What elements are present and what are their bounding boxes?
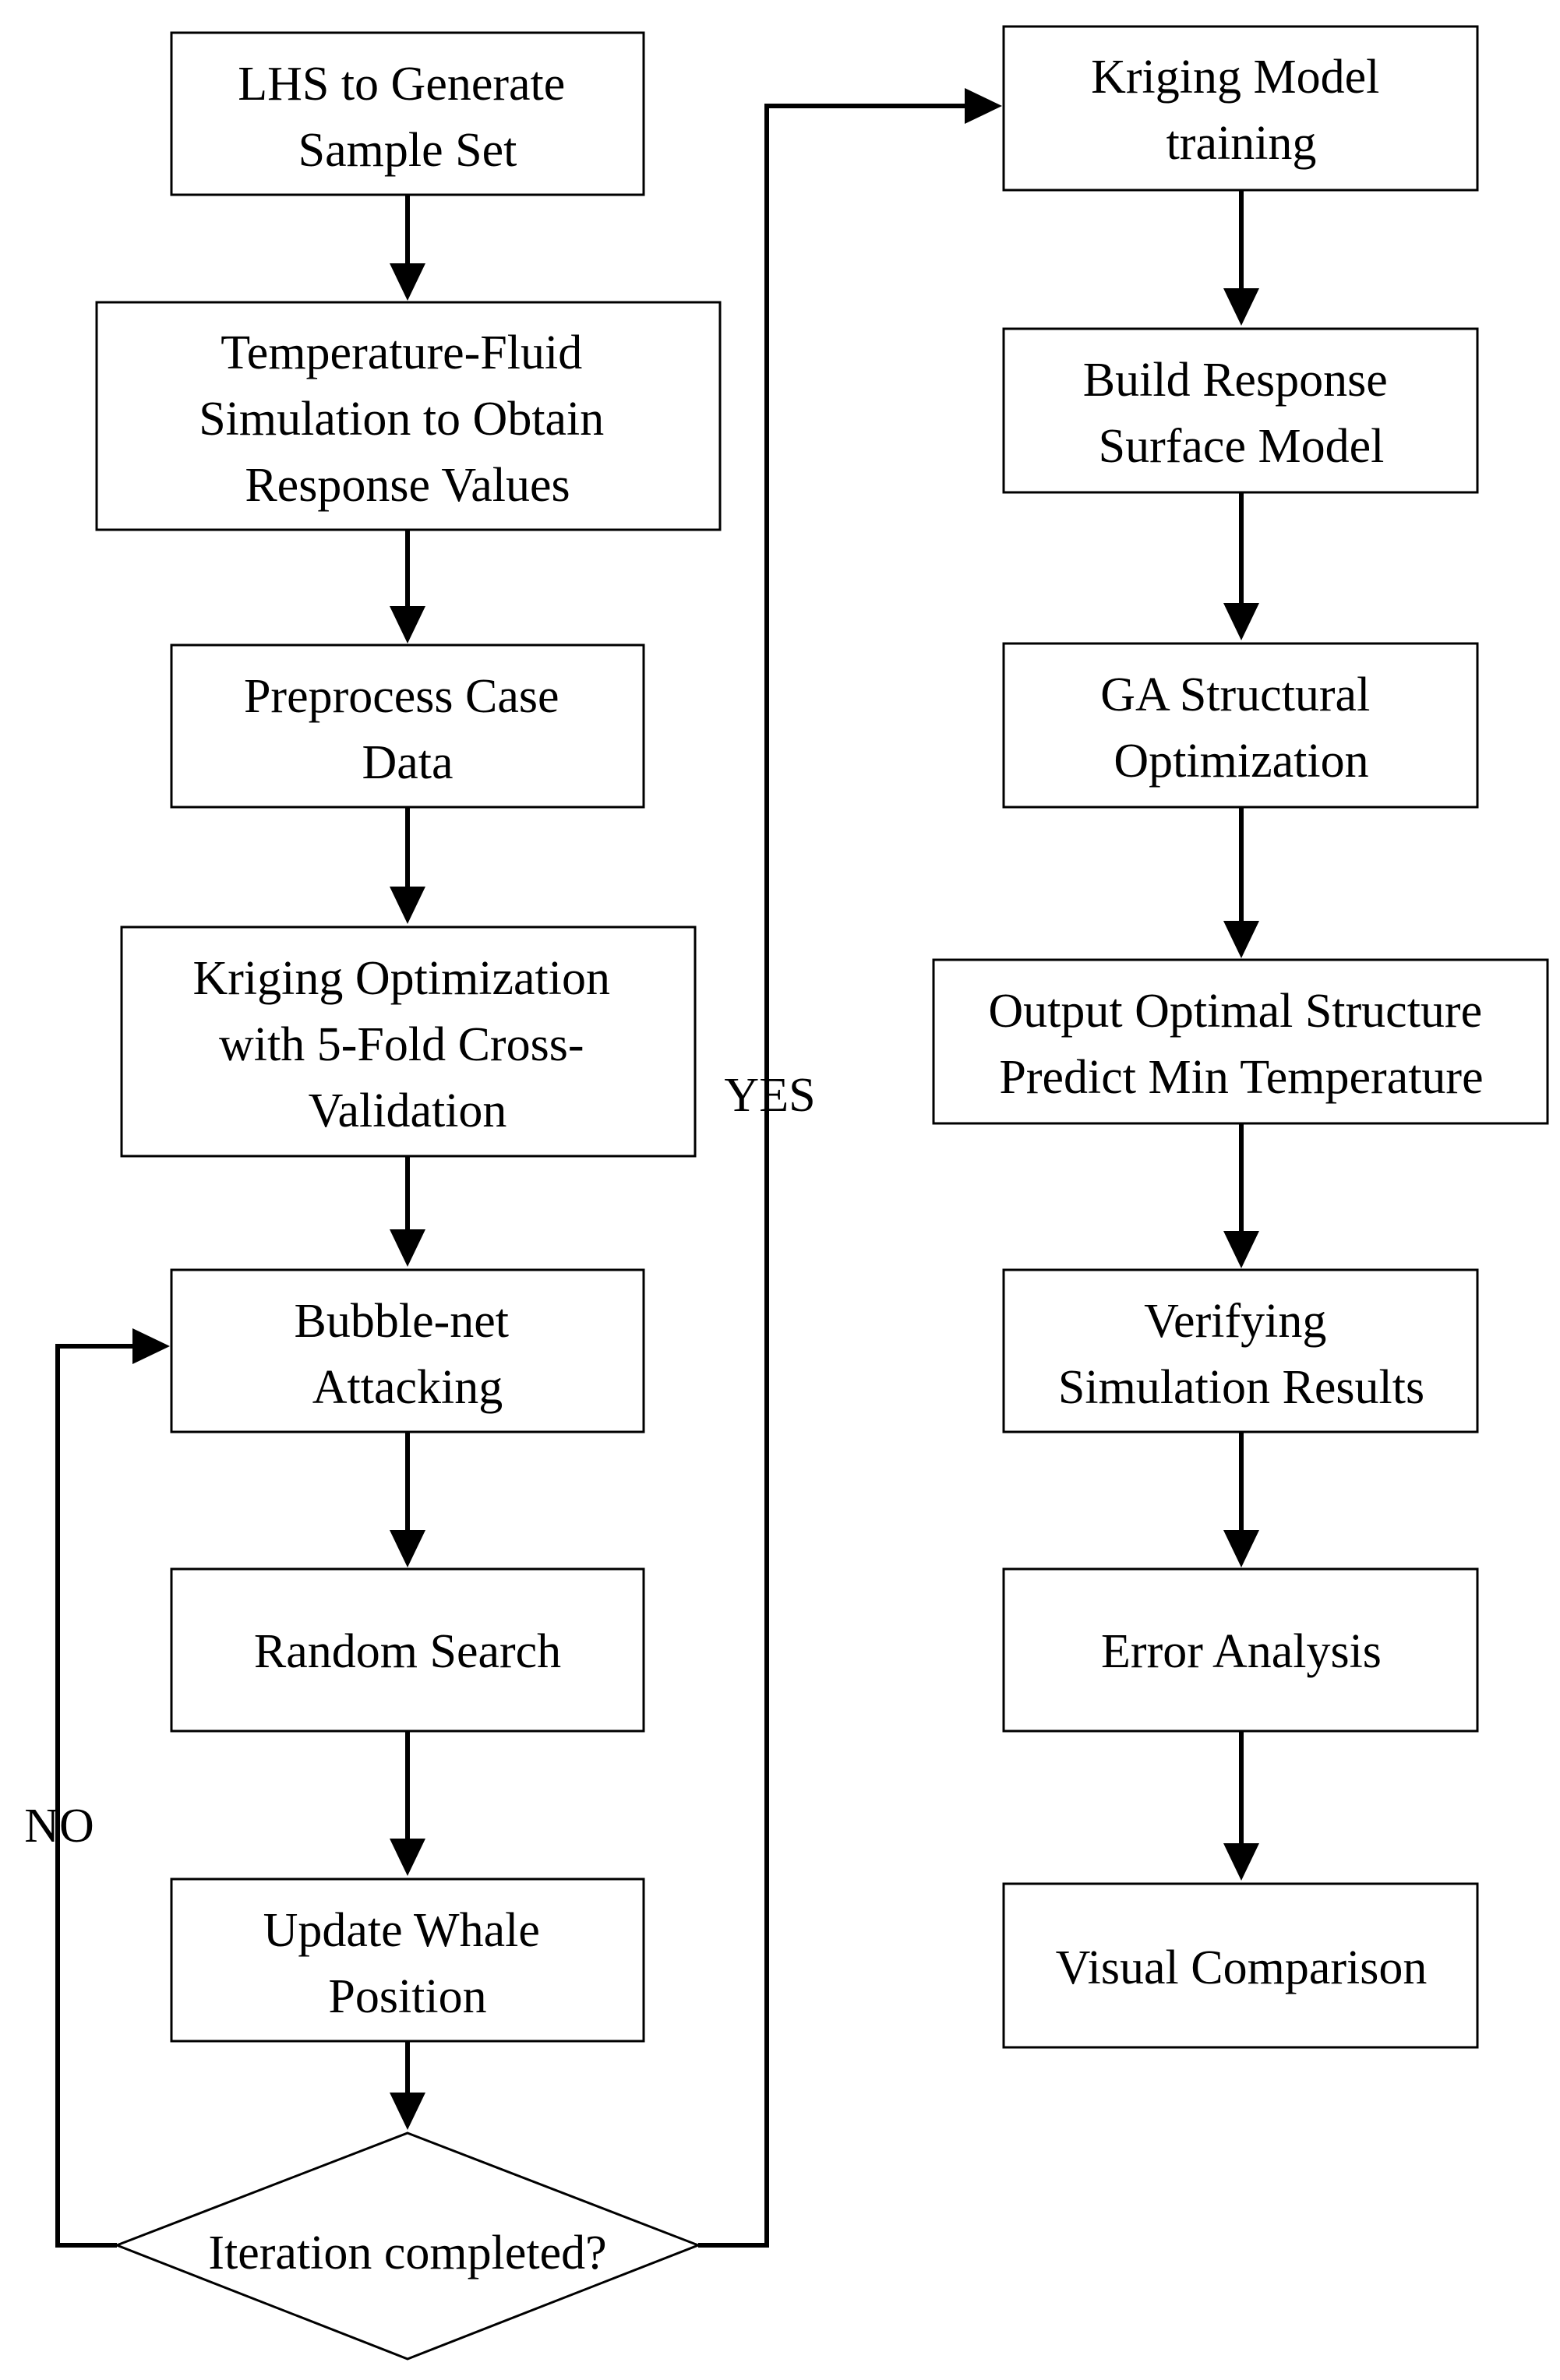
update-whale-position-step: Update Whale Position — [170, 1878, 645, 2043]
no-branch-label: NO — [24, 1800, 94, 1853]
random-search-box — [170, 1567, 645, 1733]
visual-comparison-label: Visual Comparison — [1056, 1941, 1428, 1994]
arrowhead — [390, 606, 425, 643]
arrowhead — [1223, 1843, 1259, 1881]
verifying-simulation-results-box — [1002, 1268, 1479, 1433]
output-optimal-structure-box — [932, 958, 1549, 1125]
build-response-surface-model-box — [1002, 327, 1479, 494]
visual-comparison-step: Visual Comparison — [1002, 1882, 1479, 2049]
random-search-step: Random Search — [170, 1567, 645, 1733]
error-analysis-step: Error Analysis — [1002, 1567, 1479, 1733]
arrowhead — [1223, 1530, 1259, 1567]
error-analysis-label: Error Analysis — [1101, 1625, 1382, 1678]
lhs-sampling-box — [170, 31, 645, 196]
error-analysis-box — [1002, 1567, 1479, 1733]
lhs-sampling-label: LHS to Generate Sample Set — [238, 58, 577, 177]
bubble-net-attacking-box — [170, 1268, 645, 1433]
no-loop-connector — [55, 1344, 134, 2248]
temperature-fluid-simulation-label: Temperature-Fluid Simulation to Obtain R… — [199, 326, 616, 512]
ga-structural-optimization-step: GA Structural Optimization — [1002, 642, 1479, 809]
kriging-model-training-step: Kriging Model training — [1002, 25, 1479, 192]
visual-comparison-box — [1002, 1882, 1479, 2049]
kriging-optimization-label: Kriging Optimization with 5-Fold Cross- … — [192, 952, 622, 1137]
kriging-model-training-label: Kriging Model training — [1091, 51, 1392, 170]
arrowhead — [1223, 603, 1259, 640]
iteration-completed-decision: Iteration completed? — [113, 2131, 702, 2361]
ga-structural-optimization-label: GA Structural Optimization — [1100, 668, 1382, 788]
build-response-surface-model-label: Build Response Surface Model — [1083, 354, 1399, 473]
update-whale-position-label: Update Whale Position — [263, 1904, 552, 2023]
arrowhead — [390, 2093, 425, 2130]
yes-branch-label: YES — [724, 1069, 815, 1122]
arrowhead — [132, 1328, 170, 1364]
arrowhead — [390, 1229, 425, 1267]
connectors — [55, 88, 1259, 2248]
preprocess-case-data-step: Preprocess Case Data — [170, 643, 645, 809]
bubble-net-attacking-step: Bubble-net Attacking — [170, 1268, 645, 1433]
verifying-simulation-results-step: Verifying Simulation Results — [1002, 1268, 1479, 1433]
decision-diamond — [113, 2131, 702, 2361]
arrowhead — [390, 1839, 425, 1876]
preprocess-case-data-label: Preprocess Case Data — [244, 670, 571, 789]
arrowhead — [965, 88, 1002, 124]
arrowhead — [390, 887, 425, 924]
build-response-surface-model-step: Build Response Surface Model — [1002, 327, 1479, 494]
arrowhead — [390, 263, 425, 301]
temperature-fluid-simulation-step: Temperature-Fluid Simulation to Obtain R… — [95, 301, 722, 531]
arrowhead — [1223, 1231, 1259, 1268]
ga-structural-optimization-box — [1002, 642, 1479, 809]
output-optimal-structure-label: Output Optimal Structure Predict Min Tem… — [988, 985, 1494, 1104]
bubble-net-attacking-label: Bubble-net Attacking — [295, 1295, 521, 1414]
verifying-simulation-results-label: Verifying Simulation Results — [1058, 1295, 1424, 1414]
kriging-optimization-box — [120, 926, 697, 1158]
kriging-optimization-step: Kriging Optimization with 5-Fold Cross- … — [120, 926, 697, 1158]
kriging-model-training-box — [1002, 25, 1479, 192]
decision-label: Iteration completed? — [208, 2227, 606, 2280]
lhs-sampling-step: LHS to Generate Sample Set — [170, 31, 645, 196]
yes-connector — [698, 104, 966, 2248]
temperature-fluid-simulation-box — [95, 301, 722, 531]
arrowhead — [390, 1530, 425, 1567]
preprocess-case-data-box — [170, 643, 645, 809]
output-optimal-structure-step: Output Optimal Structure Predict Min Tem… — [932, 958, 1549, 1125]
arrowhead — [1223, 921, 1259, 958]
arrowhead — [1223, 288, 1259, 326]
update-whale-position-box — [170, 1878, 645, 2043]
random-search-label: Random Search — [254, 1625, 561, 1678]
